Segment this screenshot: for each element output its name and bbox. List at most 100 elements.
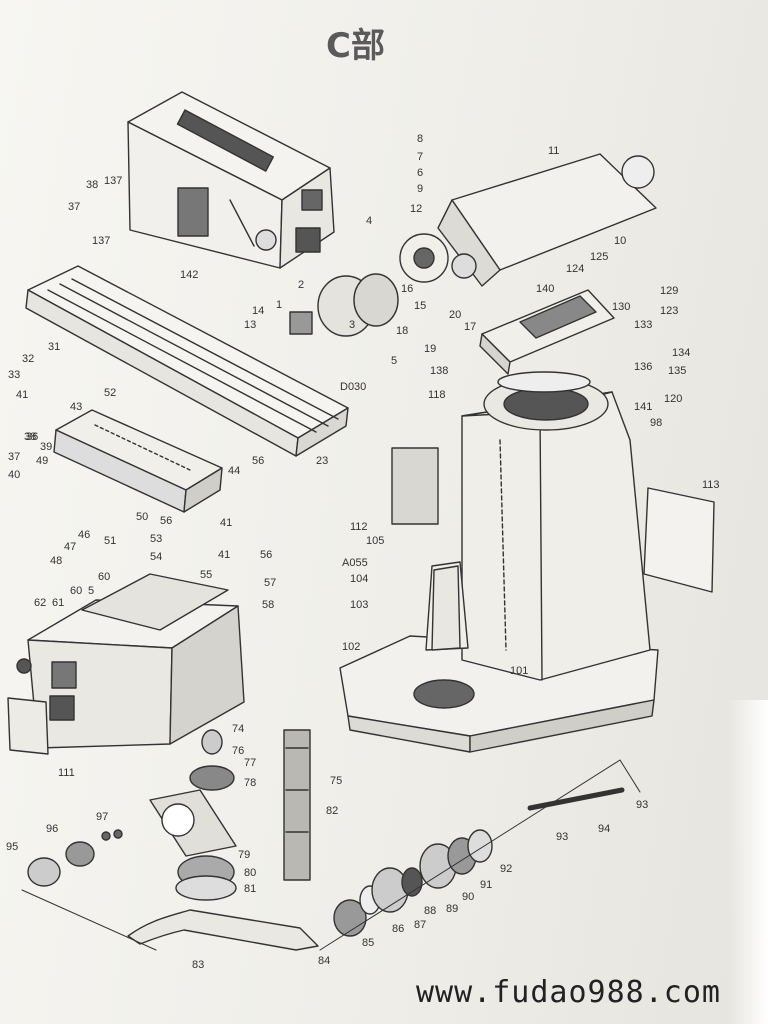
part-number-label: 4 (366, 215, 373, 227)
part-number-label: 43 (70, 401, 83, 413)
part-number-label: 123 (660, 305, 679, 317)
part-number-label: 105 (366, 535, 385, 547)
part-number-label: 1 (276, 299, 283, 311)
part-number-label: 74 (232, 723, 245, 735)
part-number-label: 135 (668, 365, 687, 377)
part-number-label: 90 (462, 891, 475, 903)
table-part (25, 265, 349, 457)
part-number-label: 55 (200, 569, 213, 581)
part-number-label: 16 (401, 283, 414, 295)
part-number-label: 53 (150, 533, 163, 545)
part-number-label: 38 (24, 431, 37, 443)
part-number-label: 77 (244, 757, 257, 769)
part-number-label: 142 (180, 269, 199, 281)
part-number-label: 32 (22, 353, 35, 365)
turret-part (479, 289, 615, 393)
ram-part (399, 153, 657, 287)
part-number-label: 5 (391, 355, 398, 367)
column-base-part (339, 377, 715, 753)
part-number-label: 113 (702, 479, 720, 491)
part-number-label: 7 (417, 151, 424, 163)
part-number-label: 89 (446, 903, 459, 915)
part-number-label: 94 (598, 823, 611, 835)
head-housing-part (127, 91, 335, 269)
part-number-label: 54 (150, 551, 163, 563)
part-number-label: 57 (264, 577, 277, 589)
part-number-label: 60 (98, 571, 111, 583)
part-number-label: A055 (342, 557, 368, 569)
part-number-label: 31 (48, 341, 61, 353)
part-number-label: 40 (8, 469, 21, 481)
part-number-label: 50 (136, 511, 149, 523)
part-number-label: 13 (244, 319, 257, 331)
part-number-label: 6 (417, 167, 424, 179)
part-number-label: 141 (634, 401, 653, 413)
part-number-label: 104 (350, 573, 369, 585)
part-number-label: 15 (414, 300, 427, 312)
part-number-label: 18 (396, 325, 409, 337)
part-number-label: 96 (46, 823, 59, 835)
part-number-label: 97 (96, 811, 109, 823)
part-number-label: 48 (50, 555, 63, 567)
part-number-label: 75 (330, 775, 343, 787)
part-number-label: 95 (6, 841, 19, 853)
part-number-label: 111 (58, 767, 75, 779)
part-number-label: 101 (510, 665, 529, 677)
part-number-label: 11 (548, 145, 560, 157)
part-number-label: 129 (660, 285, 679, 297)
part-number-label: 112 (350, 521, 368, 533)
part-number-label: 47 (64, 541, 77, 553)
part-number-label: 93 (636, 799, 649, 811)
part-number-label: 9 (417, 183, 424, 195)
part-number-label: 61 (52, 597, 65, 609)
part-number-label: 3 (349, 319, 356, 331)
part-number-label: 41 (220, 517, 233, 529)
part-number-label: 56 (260, 549, 273, 561)
part-number-label: 56 (160, 515, 173, 527)
part-number-label: 91 (480, 879, 493, 891)
part-number-label: 39 (40, 441, 53, 453)
part-number-label: 120 (664, 393, 683, 405)
part-number-label: 5 (88, 585, 95, 597)
part-number-label: 86 (392, 923, 405, 935)
part-number-label: 58 (262, 599, 275, 611)
part-number-label: 49 (36, 455, 49, 467)
part-number-label: 137 (92, 235, 111, 247)
part-number-label: 20 (449, 309, 462, 321)
part-number-label: 38 (86, 179, 99, 191)
part-number-label: 88 (424, 905, 437, 917)
part-number-label: 87 (414, 919, 427, 931)
part-number-label: 138 (430, 365, 449, 377)
gear-assembly (149, 729, 237, 901)
part-number-label: 8 (417, 133, 424, 145)
part-number-label: 36 (26, 431, 39, 443)
part-number-label: 44 (228, 465, 241, 477)
part-number-label: 134 (672, 347, 691, 359)
part-number-label: 76 (232, 745, 245, 757)
part-number-label: 12 (410, 203, 423, 215)
part-number-label: 23 (316, 455, 329, 467)
part-number-label: 84 (318, 955, 331, 967)
part-number-label: 83 (192, 959, 205, 971)
part-number-label: 33 (8, 369, 21, 381)
part-number-label: 14 (252, 305, 265, 317)
knee-part (7, 573, 245, 755)
section-title: C部 (326, 26, 385, 66)
part-number-label: 62 (34, 597, 47, 609)
part-number-label: 130 (612, 301, 631, 313)
part-number-label: 79 (238, 849, 251, 861)
part-number-label: 51 (104, 535, 117, 547)
part-number-label: 85 (362, 937, 375, 949)
spindle-parts (283, 273, 461, 881)
part-number-label: 98 (650, 417, 663, 429)
part-number-label: 60 (70, 585, 83, 597)
part-number-label: 93 (556, 831, 569, 843)
handle-shaft (127, 787, 625, 951)
part-number-label: 133 (634, 319, 653, 331)
part-number-label: 81 (244, 883, 257, 895)
part-number-label: 136 (634, 361, 653, 373)
part-number-label: 82 (326, 805, 339, 817)
part-number-label: 125 (590, 251, 609, 263)
